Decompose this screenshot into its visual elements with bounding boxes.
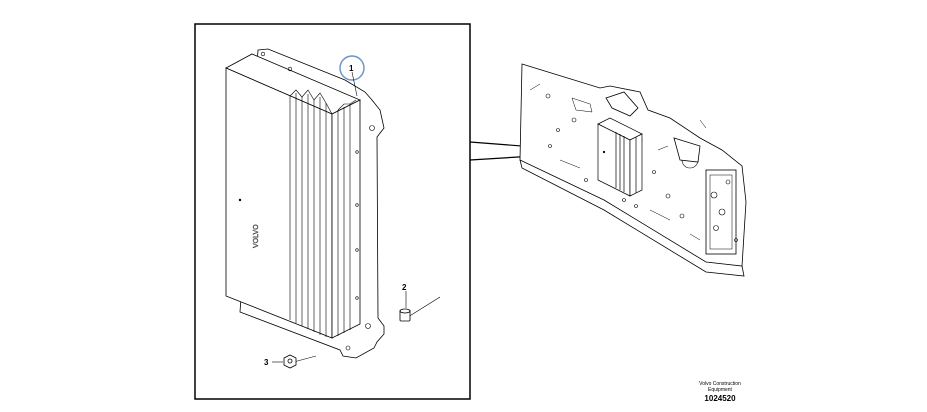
company-line2: Equipment xyxy=(708,387,732,393)
highlight-circle xyxy=(339,55,365,81)
callout-3: 3 xyxy=(264,358,269,367)
spacer-part-2 xyxy=(399,291,441,322)
embossed-logo: VOLVO xyxy=(253,224,260,248)
svg-text:1: 1 xyxy=(349,64,354,73)
panel-window xyxy=(705,169,737,255)
company-caption: Volvo Construction Equipment xyxy=(690,381,750,393)
heat-sink-fins xyxy=(289,89,357,337)
flange-holes xyxy=(260,51,375,351)
control-unit: VOLVO xyxy=(225,48,385,359)
panel-control-unit xyxy=(597,117,643,197)
drawing-id: 1024520 xyxy=(704,394,736,403)
instrument-panel xyxy=(519,63,747,277)
box-right-face xyxy=(331,99,361,339)
callout-2: 2 xyxy=(402,283,407,292)
nut-part-3 xyxy=(272,354,317,369)
box-left-face xyxy=(225,67,333,339)
company-line1: Volvo Construction xyxy=(699,381,741,387)
detail-frame xyxy=(194,23,471,400)
callout-1: 1 xyxy=(339,55,365,97)
panel-bracket xyxy=(605,91,639,117)
